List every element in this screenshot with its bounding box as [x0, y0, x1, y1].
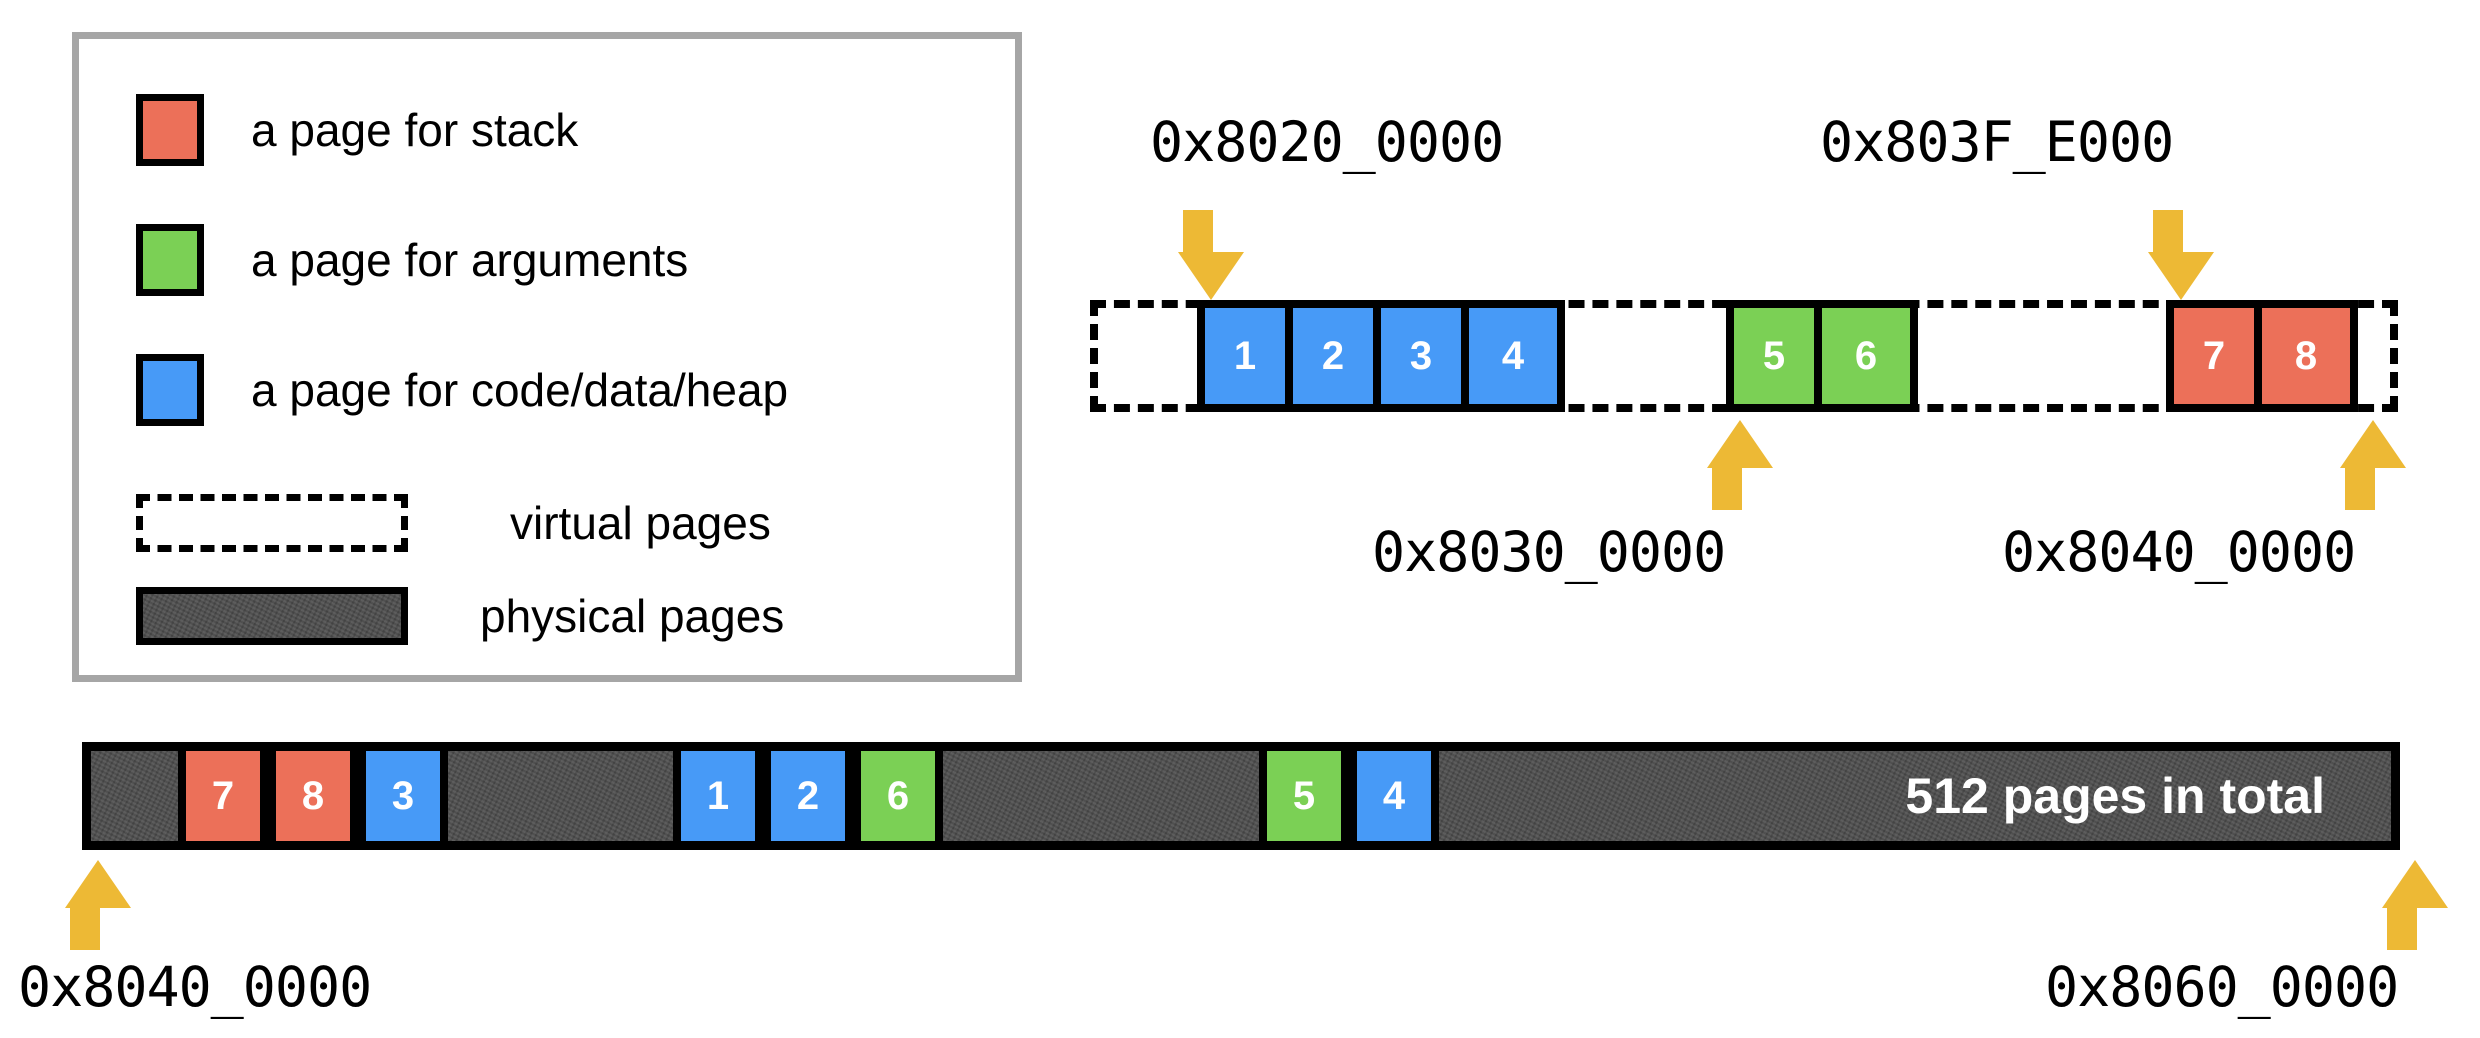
address-label-args-start: 0x8030_0000: [1372, 520, 1726, 584]
legend-item-code-data-heap: a page for code/data/heap: [136, 354, 788, 426]
arrow-down-code-start: [1178, 210, 1244, 300]
legend-item-physical-pages: physical pages: [136, 587, 1016, 645]
physical-page-3: 3: [358, 751, 448, 841]
arrow-up-physical-end: [2382, 860, 2448, 950]
physical-page-group-c: 5 4: [1259, 751, 1439, 841]
physical-page-8: 8: [268, 751, 358, 841]
legend-item-stack: a page for stack: [136, 94, 578, 166]
legend-item-arguments: a page for arguments: [136, 224, 688, 296]
legend-swatch-physical-pages: [136, 587, 408, 645]
arrow-down-stack-start: [2148, 210, 2214, 300]
virtual-page-6: 6: [1822, 308, 1910, 404]
legend-label-code-data-heap: a page for code/data/heap: [251, 364, 789, 416]
legend-label-arguments: a page for arguments: [251, 234, 689, 286]
virtual-page-7: 7: [2174, 308, 2262, 404]
legend-item-virtual-pages: virtual pages: [136, 494, 1016, 552]
address-label-code-start: 0x8020_0000: [1150, 110, 1504, 174]
physical-page-1: 1: [673, 751, 763, 841]
arrow-up-physical-start: [65, 860, 131, 950]
virtual-page-group-arguments: 5 6: [1726, 300, 1918, 412]
physical-page-7: 7: [178, 751, 268, 841]
legend-box: a page for stack a page for arguments a …: [72, 32, 1022, 682]
physical-page-6: 6: [853, 751, 943, 841]
virtual-page-5: 5: [1734, 308, 1822, 404]
legend-label-stack: a page for stack: [251, 104, 579, 156]
address-label-physical-start: 0x8040_0000: [18, 955, 372, 1019]
physical-total-label: 512 pages in total: [1905, 768, 2325, 824]
physical-page-5: 5: [1259, 751, 1349, 841]
virtual-page-1: 1: [1205, 308, 1293, 404]
legend-label-virtual-pages: virtual pages: [510, 497, 771, 549]
address-label-stack-start: 0x803F_E000: [1820, 110, 2174, 174]
virtual-address-space-row: 1 2 3 4 5 6 7 8: [1090, 300, 2398, 412]
address-label-physical-end: 0x8060_0000: [2045, 955, 2399, 1019]
arrow-up-stack-end: [2340, 420, 2406, 510]
arrow-up-args-start: [1707, 420, 1773, 510]
virtual-page-group-code: 1 2 3 4: [1197, 300, 1565, 412]
virtual-page-8: 8: [2262, 308, 2350, 404]
legend-swatch-code-data-heap: [136, 354, 204, 426]
legend-swatch-stack: [136, 94, 204, 166]
legend-swatch-virtual-pages: [136, 494, 408, 552]
physical-page-2: 2: [763, 751, 853, 841]
virtual-page-4: 4: [1469, 308, 1557, 404]
legend-swatch-arguments: [136, 224, 204, 296]
address-label-stack-end: 0x8040_0000: [2002, 520, 2356, 584]
virtual-page-3: 3: [1381, 308, 1469, 404]
physical-page-group-b: 1 2 6: [673, 751, 943, 841]
physical-page-group-a: 7 8 3: [178, 751, 448, 841]
physical-page-4: 4: [1349, 751, 1439, 841]
virtual-page-2: 2: [1293, 308, 1381, 404]
virtual-page-group-stack: 7 8: [2166, 300, 2358, 412]
physical-memory-bar: 7 8 3 1 2 6 5 4 512 pages in total: [82, 742, 2400, 850]
legend-label-physical-pages: physical pages: [480, 590, 785, 642]
